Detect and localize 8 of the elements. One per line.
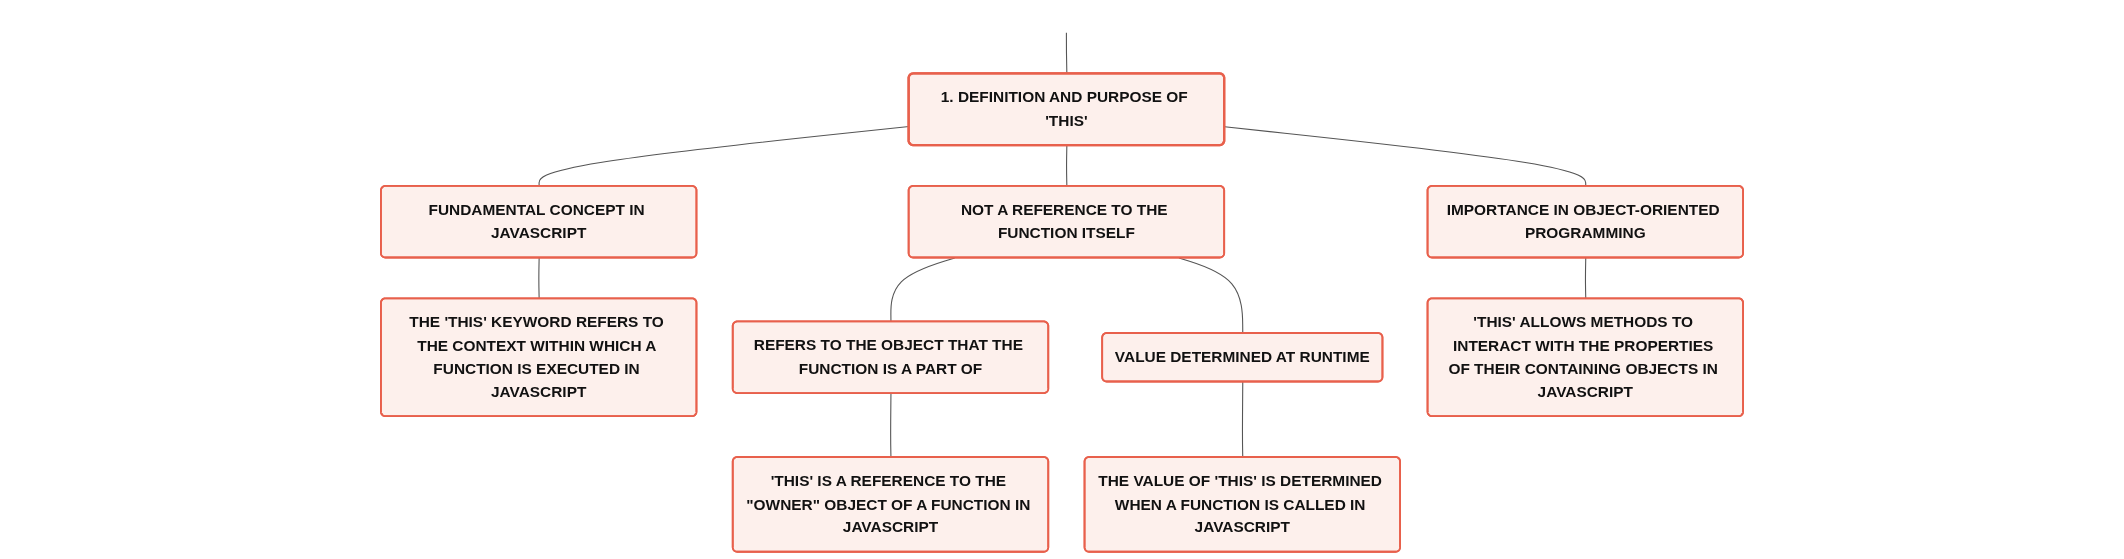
connector — [890, 392, 892, 458]
connector — [1241, 381, 1244, 458]
connector — [1224, 126, 1587, 187]
connector — [890, 257, 956, 323]
connector — [1066, 145, 1068, 187]
connector — [538, 257, 540, 300]
connector — [1178, 257, 1244, 334]
connector — [1584, 257, 1587, 300]
